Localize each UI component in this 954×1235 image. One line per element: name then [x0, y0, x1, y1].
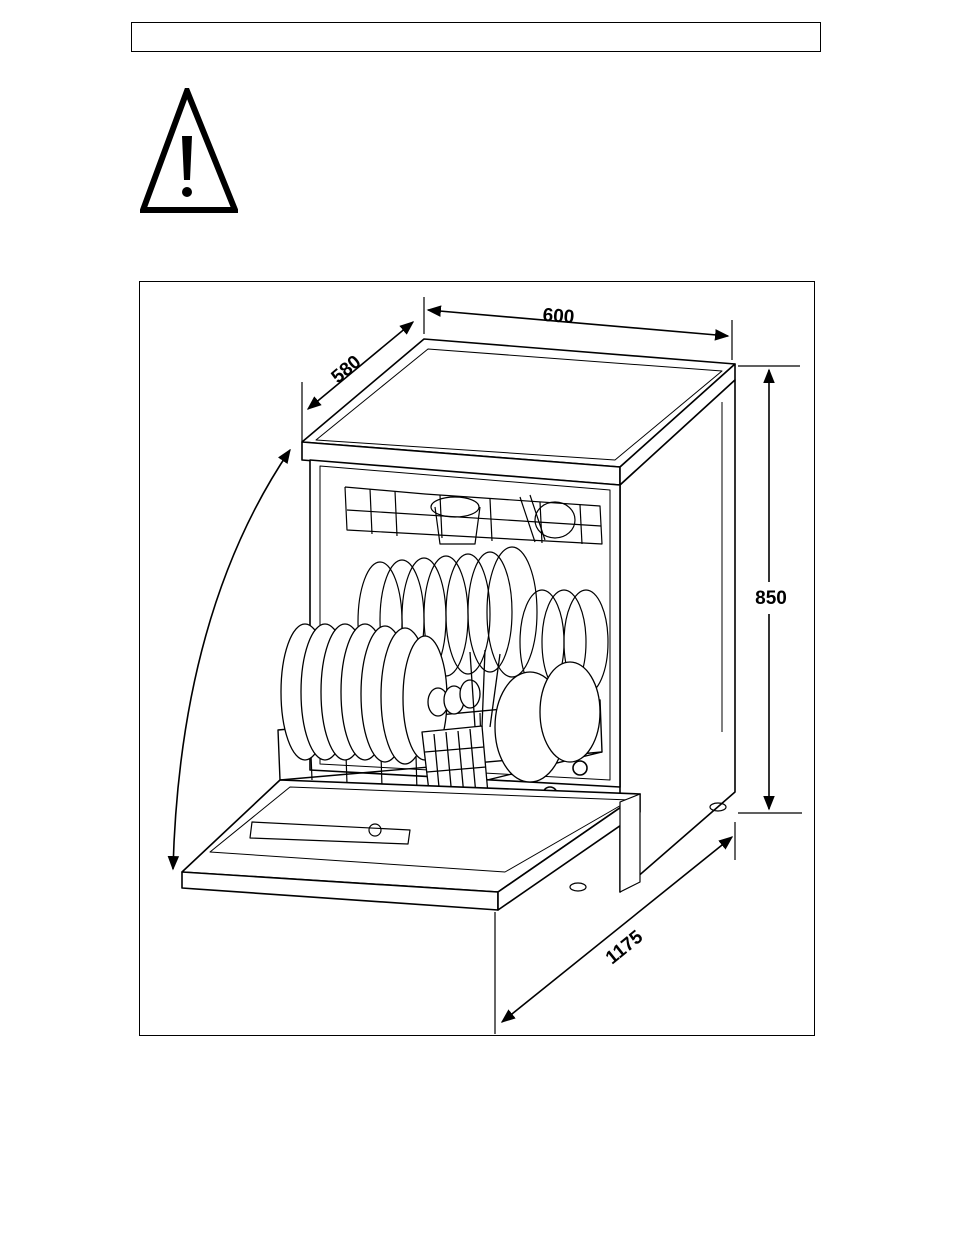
dimension-height-label: 850 — [755, 588, 787, 609]
warning-triangle-icon — [140, 88, 238, 214]
dishwasher-drawing: 600 580 850 1175 — [140, 282, 816, 1037]
dishwasher-icon — [182, 339, 735, 910]
dimension-depth-label: 580 — [328, 352, 366, 388]
header-box — [131, 22, 821, 52]
dimension-open-depth-label: 1175 — [602, 926, 648, 969]
dishwasher-figure: 600 580 850 1175 — [139, 281, 815, 1036]
dimension-width-label: 600 — [542, 305, 575, 328]
